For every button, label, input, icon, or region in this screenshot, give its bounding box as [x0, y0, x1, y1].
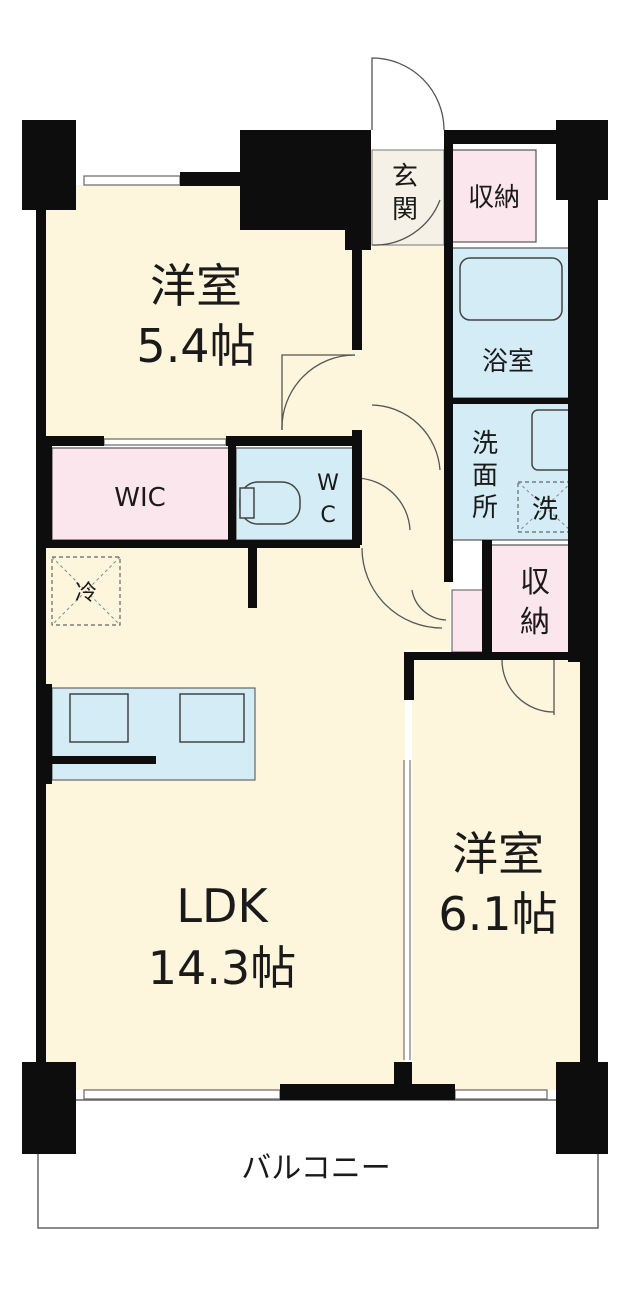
wall-kitchen-stub: [40, 756, 156, 764]
washer-cross-2: [517, 481, 573, 533]
ldk-window: [83, 1089, 281, 1100]
sink: [69, 693, 129, 743]
wall-wic-divider: [228, 440, 236, 542]
bath-label: 浴室: [482, 347, 534, 377]
entrance-label-2: 関: [392, 195, 418, 225]
toilet-door-arc: [355, 477, 411, 531]
balcony-area: [37, 1099, 599, 1229]
western-room-2-size: 6.1帖: [438, 887, 557, 941]
ldk-size: 14.3帖: [148, 941, 296, 995]
wall-col-br: [556, 1062, 608, 1154]
doors: [281, 57, 555, 715]
room-floors: [40, 149, 588, 1090]
washroom-label-2: 面: [472, 461, 498, 491]
toilet-tank: [239, 487, 255, 519]
wall-ldk-top: [40, 540, 360, 548]
entrance-label-1: 玄: [392, 162, 418, 192]
refrigerator-space: [51, 556, 121, 626]
wall-col-tl: [22, 120, 76, 210]
toilet-label-2: C: [320, 503, 335, 528]
wall-room1-bottom: [36, 436, 104, 446]
wall-right-upper: [580, 190, 598, 1070]
entrance-floor: [371, 149, 445, 246]
wall-storage2-left: [482, 540, 492, 655]
refrigerator-cross-2: [51, 556, 121, 626]
storage-1-label: 収納: [468, 183, 520, 213]
western-room-2-name: 洋室: [452, 827, 544, 881]
ldk-floor: [40, 545, 405, 1090]
wall-room2-left-bottom: [394, 1062, 412, 1100]
storage-1-floor: [451, 149, 537, 243]
wall-room2-left: [404, 652, 414, 700]
wic-floor: [51, 447, 231, 541]
toilet-label-1: W: [317, 471, 339, 496]
washer-label: 洗: [532, 495, 558, 525]
western-room-1-name: 洋室: [150, 259, 242, 313]
washroom-label-3: 所: [472, 493, 498, 523]
room2-window: [454, 1089, 548, 1100]
walls: [22, 120, 608, 1154]
wall-room1-right: [352, 245, 362, 350]
wall-hall-right: [444, 142, 453, 582]
storage-2-label-1: 収: [520, 565, 550, 600]
wall-bottom-mid: [280, 1084, 455, 1100]
ldk-door-arc: [361, 547, 443, 629]
wall-left: [36, 200, 46, 1070]
hall-door-arc-1: [371, 404, 441, 471]
wic-vent: [103, 438, 227, 446]
labels: 洋室 5.4帖 WIC W C 玄 関 収納 浴室 洗 面 所 洗 収 納 冷 …: [75, 162, 558, 1186]
front-door: [371, 57, 445, 131]
western-room-2-floor: [412, 660, 588, 1090]
room1-door-arc: [281, 354, 356, 431]
wall-top-mid-2: [345, 130, 371, 250]
storage-2-label-2: 納: [520, 605, 550, 640]
western-room-1-size: 5.4帖: [136, 319, 255, 373]
wall-storage2-bottom: [404, 652, 584, 660]
wic-label: WIC: [114, 483, 166, 513]
storage-2-floor: [489, 544, 579, 654]
fixtures: [51, 257, 575, 781]
wall-col-bl: [22, 1062, 76, 1154]
room2-door-arc: [501, 659, 555, 713]
wall-wic-top-left: [40, 440, 52, 542]
small-closet-floor: [451, 589, 488, 653]
bathtub: [459, 257, 563, 321]
closet-door-arc: [411, 589, 447, 621]
refrigerator-label: 冷: [75, 581, 97, 606]
room1-window: [83, 175, 181, 186]
ldk-name: LDK: [176, 879, 269, 933]
entrance-door-arc: [371, 199, 441, 246]
sliding-door: [403, 760, 411, 1060]
wall-room1-right-2: [352, 430, 362, 545]
wall-bath-wash: [452, 398, 578, 404]
wall-top-right: [444, 130, 564, 144]
room1-door: [281, 354, 355, 430]
stove: [179, 693, 245, 743]
wall-top-left: [180, 172, 250, 186]
balcony-label: バルコニー: [241, 1151, 390, 1186]
wall-room1-bottom-2: [226, 436, 361, 446]
wall-ldk-stub: [248, 548, 257, 608]
washroom-label-1: 洗: [472, 429, 498, 459]
wash-basin: [531, 409, 575, 471]
wall-left-notch: [36, 684, 52, 784]
